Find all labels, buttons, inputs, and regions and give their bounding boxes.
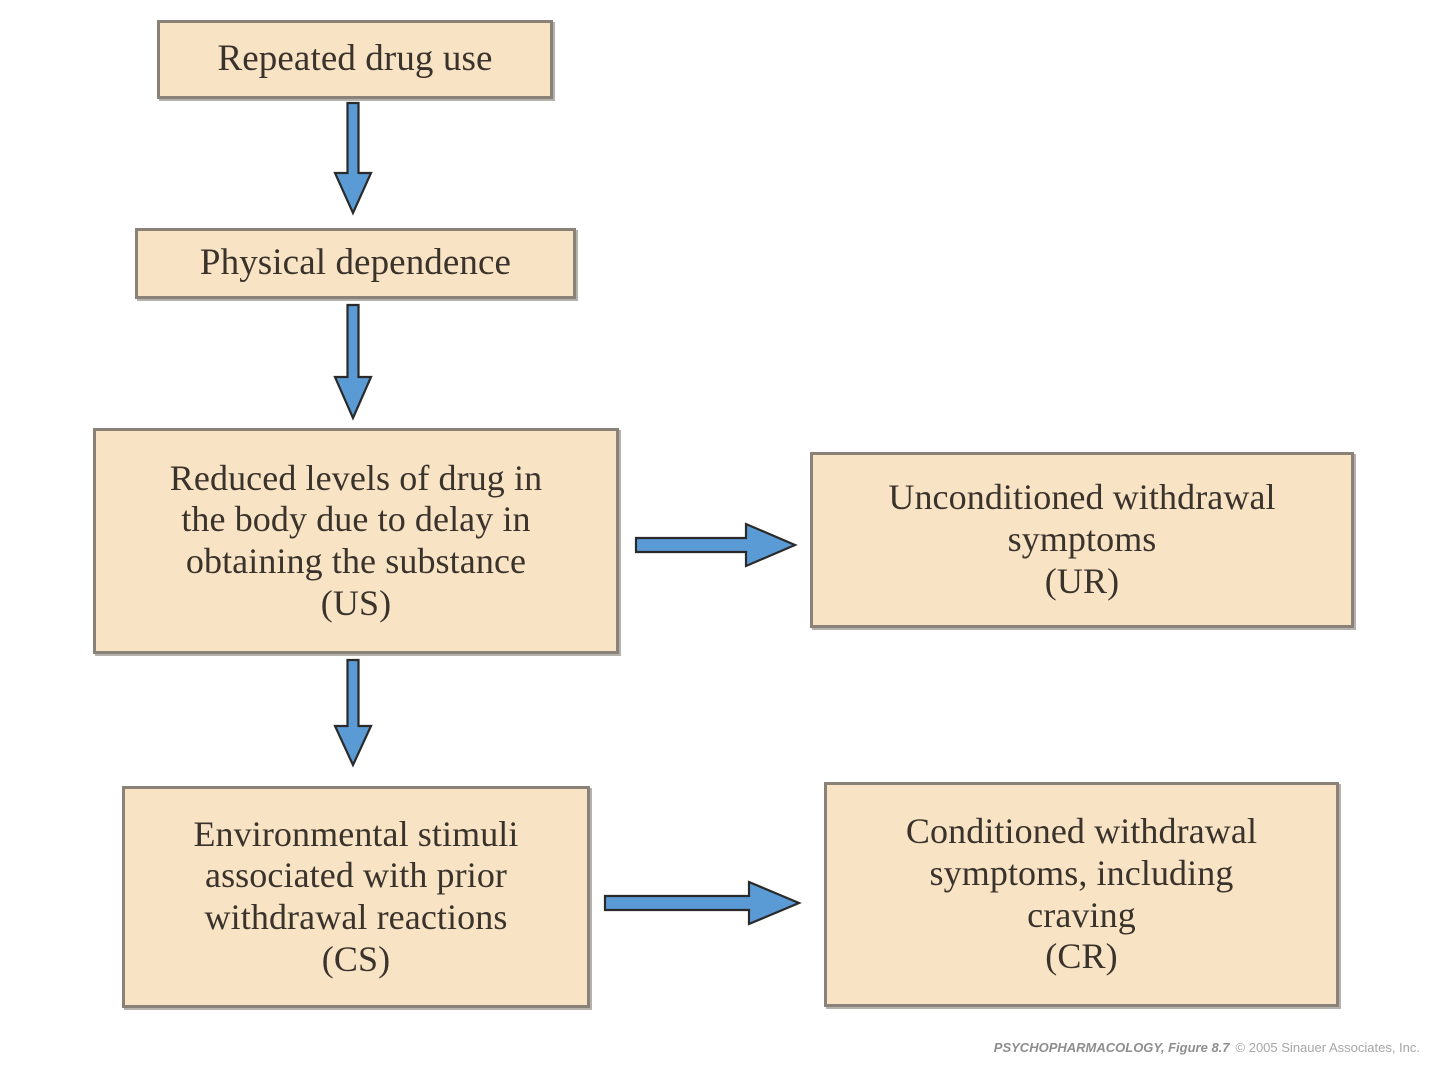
node-physical-dependence: Physical dependence [135,228,576,299]
arrow-repeated-drug-use-to-physical-dependence [333,101,373,216]
figure-credit-copyright: © 2005 Sinauer Associates, Inc. [1235,1040,1420,1055]
figure-credit-title: PSYCHOPHARMACOLOGY, Figure 8.7 [993,1040,1230,1055]
node-repeated-drug-use: Repeated drug use [157,20,553,99]
node-conditioned-stimulus-label: Environmental stimuli associated with pr… [193,813,519,979]
node-physical-dependence-label: Physical dependence [199,242,512,284]
figure-credit: PSYCHOPHARMACOLOGY, Figure 8.7 © 2005 Sin… [0,1040,1420,1055]
node-unconditioned-response: Unconditioned withdrawal symptoms (UR) [810,452,1354,628]
node-unconditioned-stimulus: Reduced levels of drug in the body due t… [93,428,619,654]
node-conditioned-stimulus: Environmental stimuli associated with pr… [122,786,590,1008]
node-conditioned-response: Conditioned withdrawal symptoms, includi… [824,782,1339,1007]
arrow-unconditioned-stimulus-to-unconditioned-response [634,522,798,568]
node-conditioned-response-label: Conditioned withdrawal symptoms, includi… [905,811,1258,977]
node-unconditioned-response-label: Unconditioned withdrawal symptoms (UR) [888,477,1276,601]
arrow-unconditioned-stimulus-to-conditioned-stimulus [333,658,373,768]
arrow-physical-dependence-to-unconditioned-stimulus [333,303,373,421]
node-unconditioned-stimulus-label: Reduced levels of drug in the body due t… [169,457,543,623]
node-repeated-drug-use-label: Repeated drug use [217,38,493,80]
arrow-conditioned-stimulus-to-conditioned-response [603,880,802,926]
